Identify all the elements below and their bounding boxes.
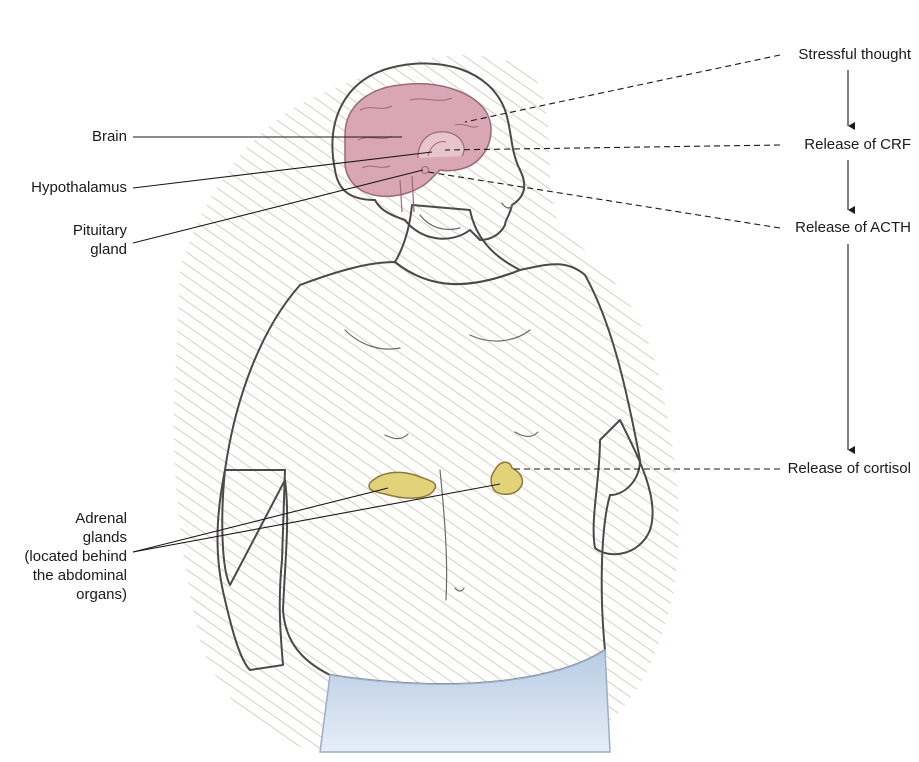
label-hypothalamus: Hypothalamus (31, 179, 127, 196)
label-adrenal-5: organs) (76, 586, 127, 603)
label-adrenal-3: (located behind (24, 548, 127, 565)
label-pituitary-2: gland (90, 241, 127, 258)
label-adrenal-4: the abdominal (33, 567, 127, 584)
label-adrenal-1: Adrenal (75, 510, 127, 527)
label-adrenal-2: glands (83, 529, 127, 546)
flow-step-stressful-thought: Stressful thought (798, 46, 911, 63)
flow-step-release-cortisol: Release of cortisol (788, 460, 911, 477)
flow-step-release-crf: Release of CRF (804, 136, 911, 153)
flow-step-release-acth: Release of ACTH (795, 219, 911, 236)
label-brain: Brain (92, 128, 127, 145)
label-pituitary-1: Pituitary (73, 222, 128, 239)
